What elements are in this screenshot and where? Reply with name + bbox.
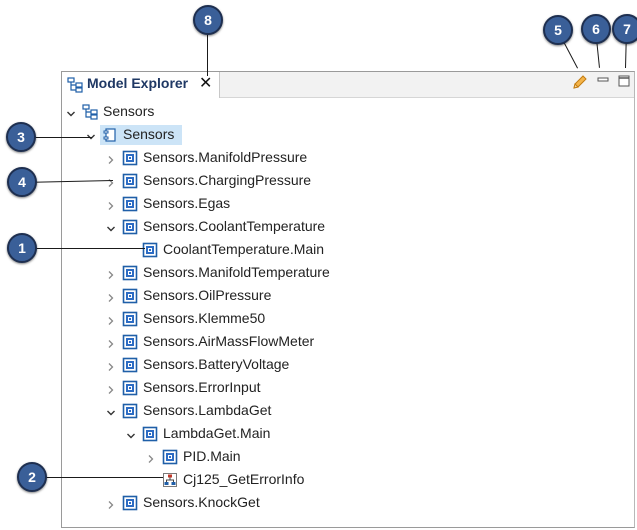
model-tree-icon [67, 77, 83, 93]
module-icon [122, 288, 138, 304]
tree-node-label: Sensors.ErrorInput [143, 379, 261, 395]
chevron-down-icon[interactable] [106, 405, 116, 416]
tree-node[interactable]: Sensors.LambdaGet [62, 400, 634, 422]
tree-node-label: CoolantTemperature.Main [163, 241, 325, 257]
chevron-down-icon[interactable] [66, 106, 76, 117]
callout-badge: 7 [612, 14, 637, 44]
chevron-right-icon[interactable] [106, 359, 116, 371]
callout-badge: 3 [6, 122, 36, 152]
tree-node-label: PID.Main [183, 448, 241, 464]
module-icon [122, 495, 138, 511]
module-icon [122, 311, 138, 327]
callout-leader-line [32, 477, 163, 478]
component-icon [102, 127, 118, 143]
tree-node[interactable]: LambdaGet.Main [62, 423, 634, 445]
tree-node-label: Sensors [103, 103, 155, 119]
chevron-right-icon[interactable] [106, 198, 116, 210]
tree-node-label: Cj125_GetErrorInfo [183, 471, 305, 487]
tree-node-label: Sensors.CoolantTemperature [143, 218, 326, 234]
module-icon [122, 219, 138, 235]
tree-node[interactable]: Sensors.Egas [62, 193, 634, 215]
tree-node[interactable]: Sensors.BatteryVoltage [62, 354, 634, 376]
module-icon [122, 196, 138, 212]
tree-node[interactable]: Sensors.ChargingPressure [62, 170, 634, 192]
tree-node[interactable]: Sensors.Klemme50 [62, 308, 634, 330]
tree-node-label: Sensors.OilPressure [143, 287, 272, 303]
tree-node[interactable]: Sensors [62, 124, 634, 146]
module-icon [122, 150, 138, 166]
tree-node-label: Sensors.LambdaGet [143, 402, 272, 418]
module-icon [122, 334, 138, 350]
tree-node[interactable]: Sensors.KnockGet [62, 492, 634, 514]
chevron-right-icon[interactable] [106, 336, 116, 348]
tree-node[interactable]: Sensors [62, 101, 634, 123]
tree-node-label: Sensors.BatteryVoltage [143, 356, 290, 372]
maximize-icon[interactable] [616, 73, 632, 89]
callout-badge: 1 [7, 233, 37, 263]
chevron-down-icon[interactable] [86, 129, 96, 140]
pencil-icon[interactable] [571, 73, 587, 89]
tree-node[interactable]: Sensors.OilPressure [62, 285, 634, 307]
selection-highlight [100, 125, 182, 145]
callout-leader-line [22, 248, 145, 249]
chevron-right-icon[interactable] [106, 267, 116, 279]
module-icon [142, 426, 158, 442]
tab-model-explorer[interactable]: Model Explorer ✕ [62, 72, 220, 98]
callout-badge: 5 [543, 15, 573, 45]
tree-node-label: Sensors.AirMassFlowMeter [143, 333, 315, 349]
function-block-icon [162, 472, 178, 488]
tab-title: Model Explorer [87, 75, 189, 91]
callout-leader-line [21, 137, 92, 138]
chevron-right-icon[interactable] [106, 497, 116, 509]
module-icon [142, 242, 158, 258]
tree-node[interactable]: Sensors.ManifoldPressure [62, 147, 634, 169]
tree-node-label: Sensors.Klemme50 [143, 310, 266, 326]
tree-node-label: Sensors.Egas [143, 195, 231, 211]
chevron-right-icon[interactable] [106, 152, 116, 164]
tree-node[interactable]: Cj125_GetErrorInfo [62, 469, 634, 491]
tree-node[interactable]: Sensors.ManifoldTemperature [62, 262, 634, 284]
tree-node-label: LambdaGet.Main [163, 425, 271, 441]
tree-node-label: Sensors.ManifoldTemperature [143, 264, 330, 280]
chevron-down-icon[interactable] [106, 221, 116, 232]
chevron-down-icon[interactable] [126, 428, 136, 439]
tree-node[interactable]: Sensors.ErrorInput [62, 377, 634, 399]
module-icon [162, 449, 178, 465]
tree-node-label: Sensors.KnockGet [143, 494, 260, 510]
tree-node[interactable]: CoolantTemperature.Main [62, 239, 634, 261]
callout-badge: 4 [7, 167, 37, 197]
tree-node[interactable]: Sensors.CoolantTemperature [62, 216, 634, 238]
minimize-icon[interactable] [595, 73, 611, 89]
tab-bar: Model Explorer ✕ [62, 72, 634, 98]
tree-node[interactable]: PID.Main [62, 446, 634, 468]
module-icon [122, 403, 138, 419]
callout-badge: 2 [17, 462, 47, 492]
module-icon [122, 173, 138, 189]
module-icon [122, 357, 138, 373]
callout-badge: 8 [193, 5, 223, 35]
chevron-right-icon[interactable] [106, 290, 116, 302]
tree-node-label: Sensors.ChargingPressure [143, 172, 312, 188]
tree-node[interactable]: Sensors.AirMassFlowMeter [62, 331, 634, 353]
chevron-right-icon[interactable] [106, 382, 116, 394]
tree-node-label: Sensors [123, 126, 175, 142]
module-icon [122, 265, 138, 281]
module-icon [122, 380, 138, 396]
callout-badge: 6 [581, 14, 611, 44]
package-tree-icon [82, 104, 98, 120]
close-tab-button[interactable]: ✕ [199, 75, 213, 92]
chevron-right-icon[interactable] [146, 451, 156, 463]
chevron-right-icon[interactable] [106, 313, 116, 325]
tree-node-label: Sensors.ManifoldPressure [143, 149, 308, 165]
